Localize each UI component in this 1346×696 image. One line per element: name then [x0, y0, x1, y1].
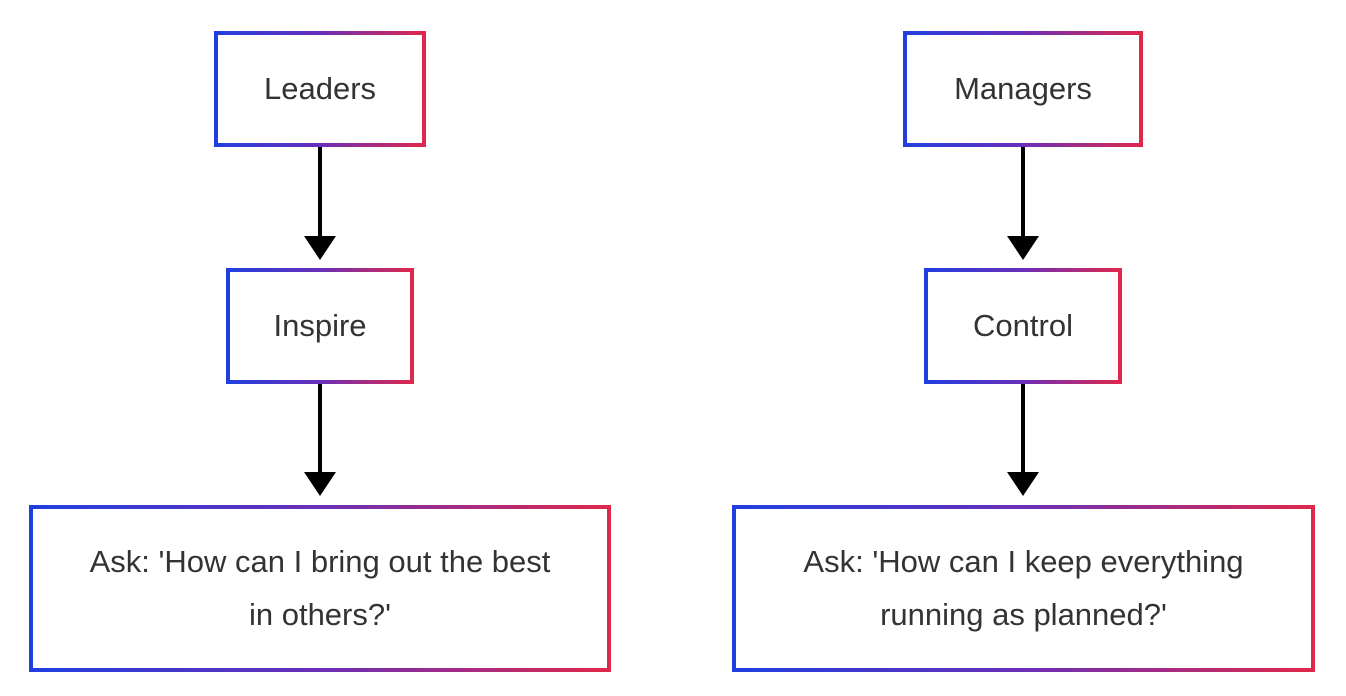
- node-control: Control: [924, 268, 1122, 384]
- arrow-control-to-ask: [1007, 384, 1039, 496]
- node-inspire: Inspire: [226, 268, 414, 384]
- node-managers-label: Managers: [954, 70, 1092, 106]
- node-leaders-label: Leaders: [263, 70, 377, 106]
- arrow-inspire-to-ask: [304, 384, 336, 496]
- arrow-leaders-to-inspire: [304, 147, 336, 260]
- node-ask-leaders: Ask: 'How can I bring out the best in ot…: [29, 505, 611, 672]
- arrow-managers-to-control: [1007, 147, 1039, 260]
- node-ask-leaders-label: Ask: 'How can I bring out the best in ot…: [89, 543, 551, 632]
- node-leaders: Leaders: [214, 31, 426, 147]
- node-ask-managers: Ask: 'How can I keep everything running …: [732, 505, 1315, 672]
- node-control-label: Control: [973, 307, 1073, 343]
- node-managers: Managers: [903, 31, 1143, 147]
- node-ask-managers-label: Ask: 'How can I keep everything running …: [803, 543, 1244, 632]
- node-inspire-label: Inspire: [273, 307, 367, 343]
